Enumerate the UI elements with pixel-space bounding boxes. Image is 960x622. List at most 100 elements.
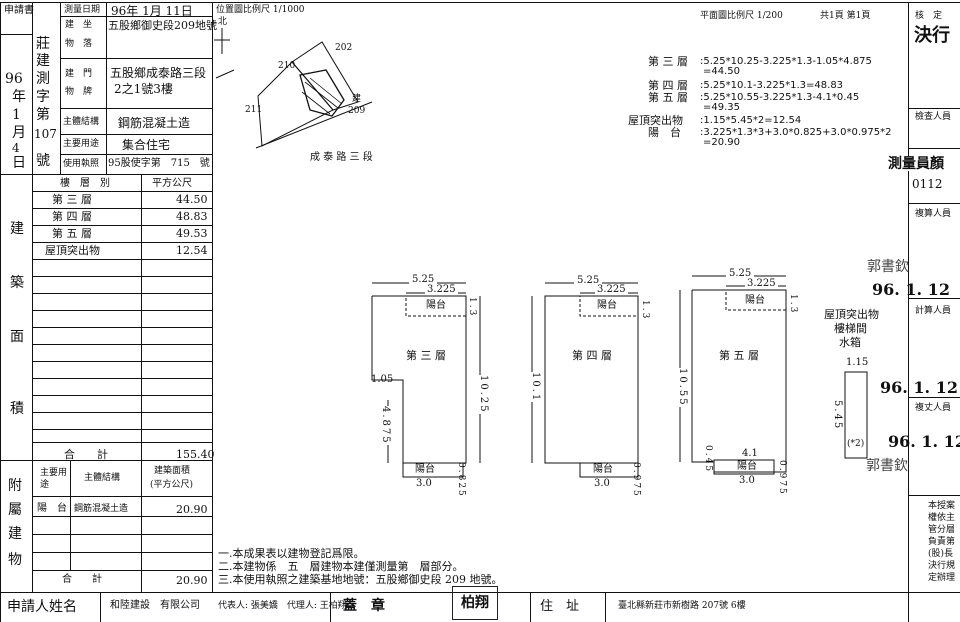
annex-col-area-unit: (平方公尺) — [150, 480, 194, 490]
address-value: 臺北縣新莊市新樹路 207號 6樓 — [618, 601, 746, 611]
applicant-representative: 代表人: 張美嬌 代理人: 王柏翔 — [218, 601, 347, 611]
license-value: 95股使字第 715 號 — [108, 158, 210, 169]
reg-day: 4 — [12, 141, 20, 155]
applicant-name-label: 申請人姓名 — [7, 599, 77, 615]
reg-number: 107 — [34, 127, 57, 141]
annex-title-3: 建 — [8, 526, 22, 542]
area-total-value: 155.40 — [176, 448, 215, 461]
door-value-2: 2之1號3樓 — [114, 82, 173, 96]
f5-balcony-bottom: 陽台 — [737, 461, 757, 472]
f4-balcony-top: 陽台 — [597, 300, 617, 311]
reg-year: 96 — [5, 71, 23, 87]
check-label: 檢查人員 — [915, 112, 952, 122]
reg-month-unit: 月 — [12, 125, 26, 141]
note-1: 一.本成果表以建物登記爲限。 — [218, 547, 365, 560]
area-title-3: 面 — [10, 329, 24, 345]
applicant-company: 和陸建設 有限公司 — [110, 600, 200, 611]
roof-times2: (*2) — [847, 439, 865, 449]
f3-h4875: 4.875 — [380, 406, 391, 445]
f4-inner: 3.225 — [595, 284, 628, 295]
annex-col-structure: 主體結構 — [84, 473, 121, 483]
calc-result: =20.90 — [703, 137, 741, 148]
annex-total-value: 20.90 — [176, 574, 208, 587]
f5-balcony-top: 陽台 — [745, 295, 765, 306]
area-row-value: 49.53 — [176, 227, 208, 240]
page-label: 共1頁 第1頁 — [820, 11, 871, 21]
survey-label: 測量員顏 — [888, 156, 944, 172]
site-label: 建 坐 — [65, 20, 93, 30]
applicant-seal: 柏翔 — [452, 586, 498, 620]
f4-bottom: 3.0 — [594, 478, 610, 489]
f4-balcony-bottom: 陽台 — [593, 464, 613, 475]
survey-date: 96年 1月 11日 — [111, 4, 193, 18]
approve-signature: 決行 — [914, 25, 950, 46]
location-scale-label: 位置圖比例尺 1/1000 — [216, 5, 305, 15]
area-title-2: 築 — [10, 275, 24, 291]
area-row-value: 48.83 — [176, 210, 208, 223]
f5-h0975: 0.975 — [777, 460, 787, 496]
calc-label: 第 四 層 — [648, 79, 688, 92]
stamp-date-1: 96. 1. 12 — [872, 280, 950, 299]
roof-title-2: 樓梯間 — [834, 322, 867, 335]
f4-name: 第 四 層 — [572, 349, 612, 362]
reg-char-6: 號 — [36, 153, 50, 169]
calc-result: =44.50 — [703, 66, 741, 77]
stamp-date-3: 96. 1. 12 — [888, 432, 960, 451]
stamp-date-2: 96. 1. 12 — [880, 378, 958, 397]
area-col-floor: 樓 層 別 — [60, 178, 110, 189]
lot-211: 211 — [245, 105, 263, 115]
reg-month: 1 — [12, 107, 21, 123]
annex-title-2: 屬 — [8, 502, 22, 518]
f5-name: 第 五 層 — [719, 349, 759, 362]
reg-char-3: 測 — [36, 71, 50, 87]
area-row-floor: 第 三 層 — [52, 193, 92, 206]
f3-bottom: 3.0 — [416, 478, 432, 489]
f3-name: 第 三 層 — [406, 349, 446, 362]
area-title-1: 建 — [10, 221, 24, 237]
f5-inner: 3.225 — [745, 278, 778, 289]
area-total-label: 合 計 — [64, 448, 108, 461]
roof-title-1: 屋頂突出物 — [824, 308, 879, 321]
area-row-floor: 第 五 層 — [52, 227, 92, 240]
north-label: 北 — [218, 17, 228, 27]
side-note: 本授案權依主管分層負責第(股)長決行規定辦理 — [928, 501, 956, 583]
f3-balcony-top: 陽台 — [426, 300, 446, 311]
reg-char-1: 莊 — [36, 36, 50, 52]
use-label: 主要用途 — [63, 139, 100, 149]
annex-col-area: 建築面積 — [154, 466, 191, 476]
site-value: 五股鄉御史段209地號 — [108, 19, 217, 32]
lot-202: 202 — [335, 43, 353, 53]
door-label: 建 門 — [65, 69, 93, 79]
reg-day-unit: 日 — [12, 155, 26, 171]
survey-date-label: 測量日期 — [64, 5, 101, 15]
area-row-floor: 第 四 層 — [52, 210, 92, 223]
seal-label: 蓋 章 — [343, 598, 385, 614]
f3-h1025: 10.25 — [478, 375, 489, 414]
plan-scale-label: 平面圖比例尺 1/200 — [700, 11, 783, 21]
f5-w41: 4.1 — [742, 448, 758, 459]
calc-label: 陽 台 — [648, 126, 681, 139]
reg-char-5: 第 — [36, 107, 50, 123]
survey-id: 0112 — [912, 177, 943, 191]
recheck-label: 複算人員 — [915, 209, 952, 219]
calc-label: 計算人員 — [915, 306, 952, 316]
annex-row-area: 20.90 — [176, 503, 208, 516]
area-col-area: 平方公尺 — [152, 178, 192, 189]
calc-result: =49.35 — [703, 102, 741, 113]
stamp-office-2: 郭書欽 — [866, 458, 908, 474]
area-row-value: 44.50 — [176, 193, 208, 206]
site-label-2: 物 落 — [65, 39, 93, 49]
f5-h045: 0.45 — [703, 445, 713, 474]
door-value-1: 五股鄉成泰路三段 — [110, 66, 207, 80]
calc-label: 第 三 層 — [648, 55, 688, 68]
f5-h13: 1.3 — [788, 294, 798, 315]
map-building-label: 建 — [352, 94, 362, 104]
approve-label: 核 定 — [915, 11, 943, 21]
f5-h1055: 10.55 — [677, 368, 688, 407]
structure-value: 鋼筋混凝土造 — [118, 116, 191, 130]
reg-char-2: 建 — [36, 53, 50, 69]
f3-h105: 1.05 — [371, 374, 394, 385]
calc-formula: :5.25*10.25-3.225*1.3-1.05*4.875 — [700, 56, 872, 67]
note-3: 三.本使用執照之建築基地地號：五股鄉御史段 209 地號。 — [218, 573, 503, 586]
calc-label: 屋頂突出物 — [628, 114, 683, 127]
